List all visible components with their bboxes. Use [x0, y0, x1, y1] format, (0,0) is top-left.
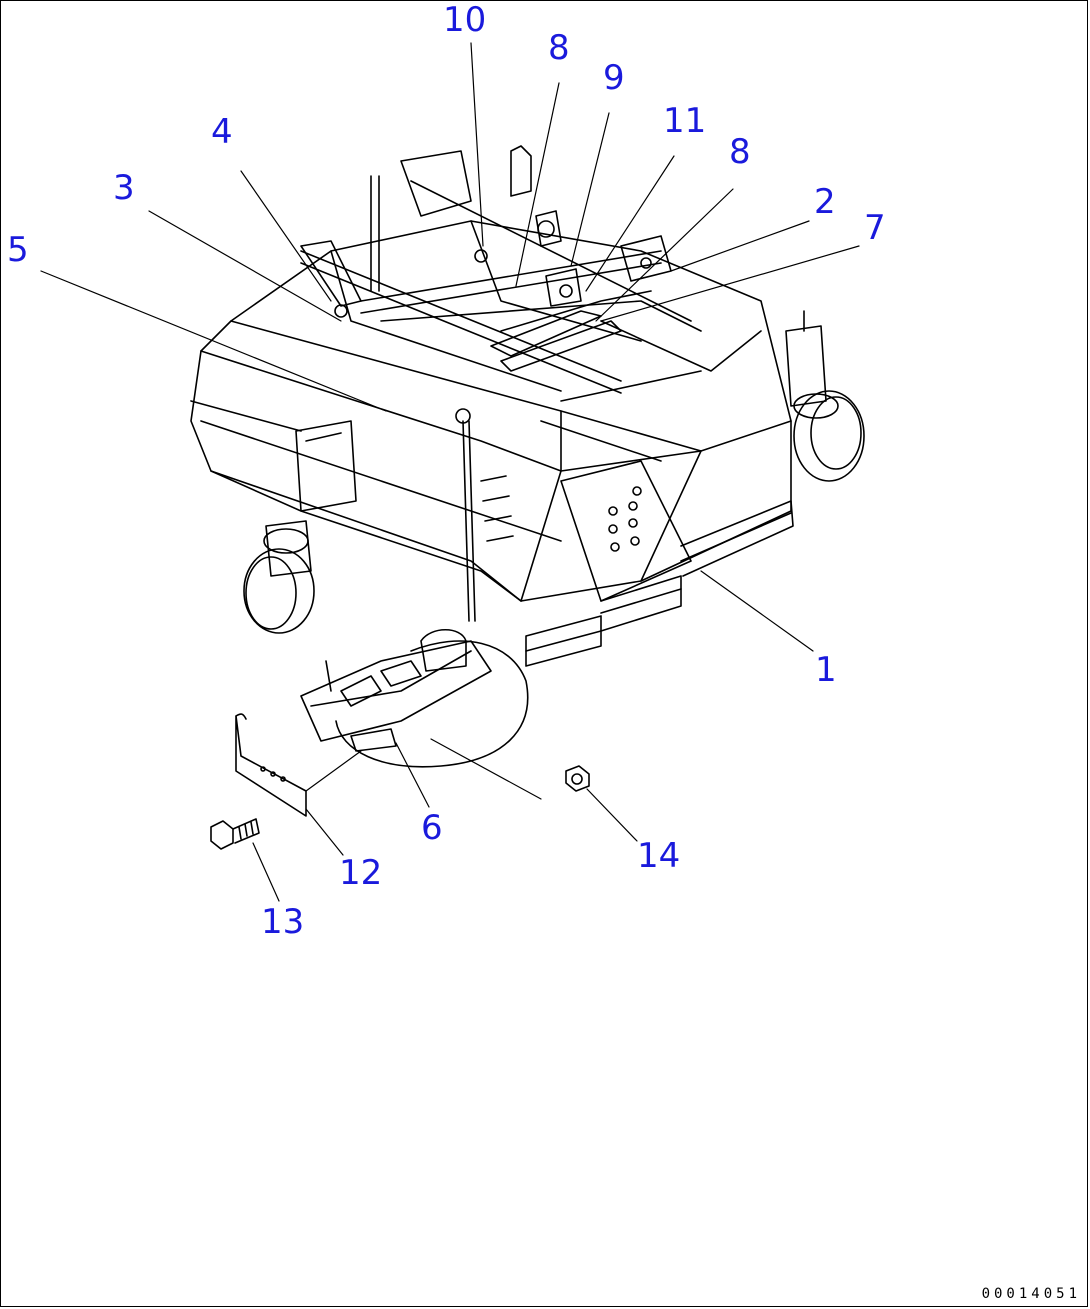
callout-2: 2: [814, 182, 836, 222]
callout-14: 14: [637, 836, 681, 876]
bracket-plate: [235, 713, 307, 817]
callout-10: 10: [443, 0, 487, 40]
leader-lines: [40, 42, 860, 902]
callout-11: 11: [663, 101, 707, 141]
callout-8-right: 8: [729, 132, 751, 172]
side-broom-assembly: [300, 628, 529, 768]
sweeper-housing: [190, 220, 792, 602]
side-plate: [560, 460, 692, 602]
callout-4: 4: [211, 112, 233, 152]
callout-1: 1: [815, 650, 837, 690]
callout-12: 12: [339, 853, 383, 893]
caster-left: [243, 420, 357, 634]
callout-6: 6: [421, 808, 443, 848]
callout-7: 7: [864, 208, 886, 248]
caster-right: [785, 310, 865, 482]
bolt: [210, 818, 260, 850]
top-frame: [300, 180, 762, 462]
callout-5: 5: [7, 230, 29, 270]
drawing-id: 00014051: [981, 1286, 1081, 1302]
control-lever: [370, 175, 514, 622]
bottom-skirts: [525, 500, 794, 667]
callout-13: 13: [261, 902, 305, 942]
callout-8-upper: 8: [548, 28, 570, 68]
callout-9: 9: [603, 58, 625, 98]
top-posts: [510, 145, 562, 247]
nut: [565, 765, 590, 792]
callout-3: 3: [113, 168, 135, 208]
